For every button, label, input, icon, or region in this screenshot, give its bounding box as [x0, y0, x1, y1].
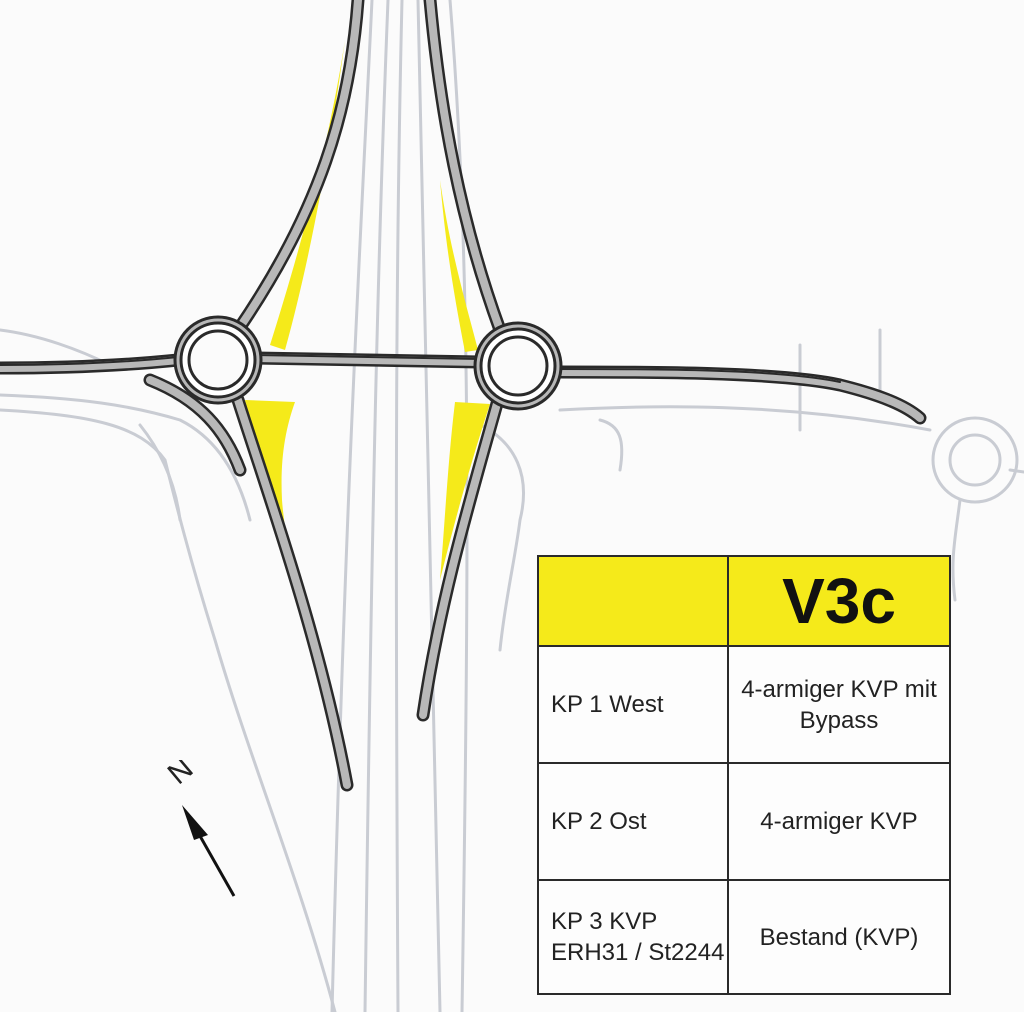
- variant-legend-table: V3c KP 1 West 4-armiger KVP mit Bypass K…: [537, 555, 951, 995]
- legend-description: Bestand (KVP): [727, 879, 951, 995]
- yellow-area-southeast: [440, 402, 490, 580]
- motorway-median-left: [363, 0, 390, 1012]
- existing-roundabout-kp3: [931, 416, 1019, 504]
- existing-road-east-2: [468, 418, 525, 652]
- legend-point: KP 2 Ost: [537, 762, 729, 881]
- existing-roundabout-kp3-inner: [948, 433, 1002, 487]
- legend-description: 4-armiger KVP mit Bypass: [727, 645, 951, 764]
- north-arrow: N: [150, 752, 250, 910]
- legend-point: KP 1 West: [537, 645, 729, 764]
- existing-road-east-3: [598, 418, 624, 472]
- motorway-left-edge: [330, 0, 374, 1012]
- motorway-right-edge: [416, 0, 442, 1012]
- legend-header-empty: [537, 555, 729, 647]
- roundabout-kp1-west: [173, 315, 263, 405]
- existing-road-kp3-east: [1008, 468, 1024, 474]
- roundabout-kp2-east: [473, 321, 563, 411]
- legend-row: KP 3 KVP ERH31 / St2244 Bestand (KVP): [537, 879, 951, 995]
- north-label: N: [162, 760, 200, 791]
- north-arrow-shaft: [198, 835, 236, 897]
- legend-row: KP 1 West 4-armiger KVP mit Bypass: [537, 645, 951, 764]
- existing-road-southwest: [0, 408, 337, 1012]
- motorway-median-right: [394, 0, 404, 1012]
- legend-point: KP 3 KVP ERH31 / St2244: [537, 879, 729, 995]
- variant-label: V3c: [727, 555, 951, 647]
- legend-header-row: V3c: [537, 555, 951, 647]
- legend-row: KP 2 Ost 4-armiger KVP: [537, 762, 951, 881]
- legend-description: 4-armiger KVP: [727, 762, 951, 881]
- north-arrow-icon: [182, 805, 208, 840]
- existing-road-east: [558, 405, 932, 432]
- existing-road-kp3-south: [951, 498, 962, 602]
- new-roads: [0, 0, 927, 792]
- yellow-area-northeast: [440, 180, 478, 352]
- existing-road-southwest-2: [138, 423, 182, 522]
- existing-road-west: [0, 393, 252, 522]
